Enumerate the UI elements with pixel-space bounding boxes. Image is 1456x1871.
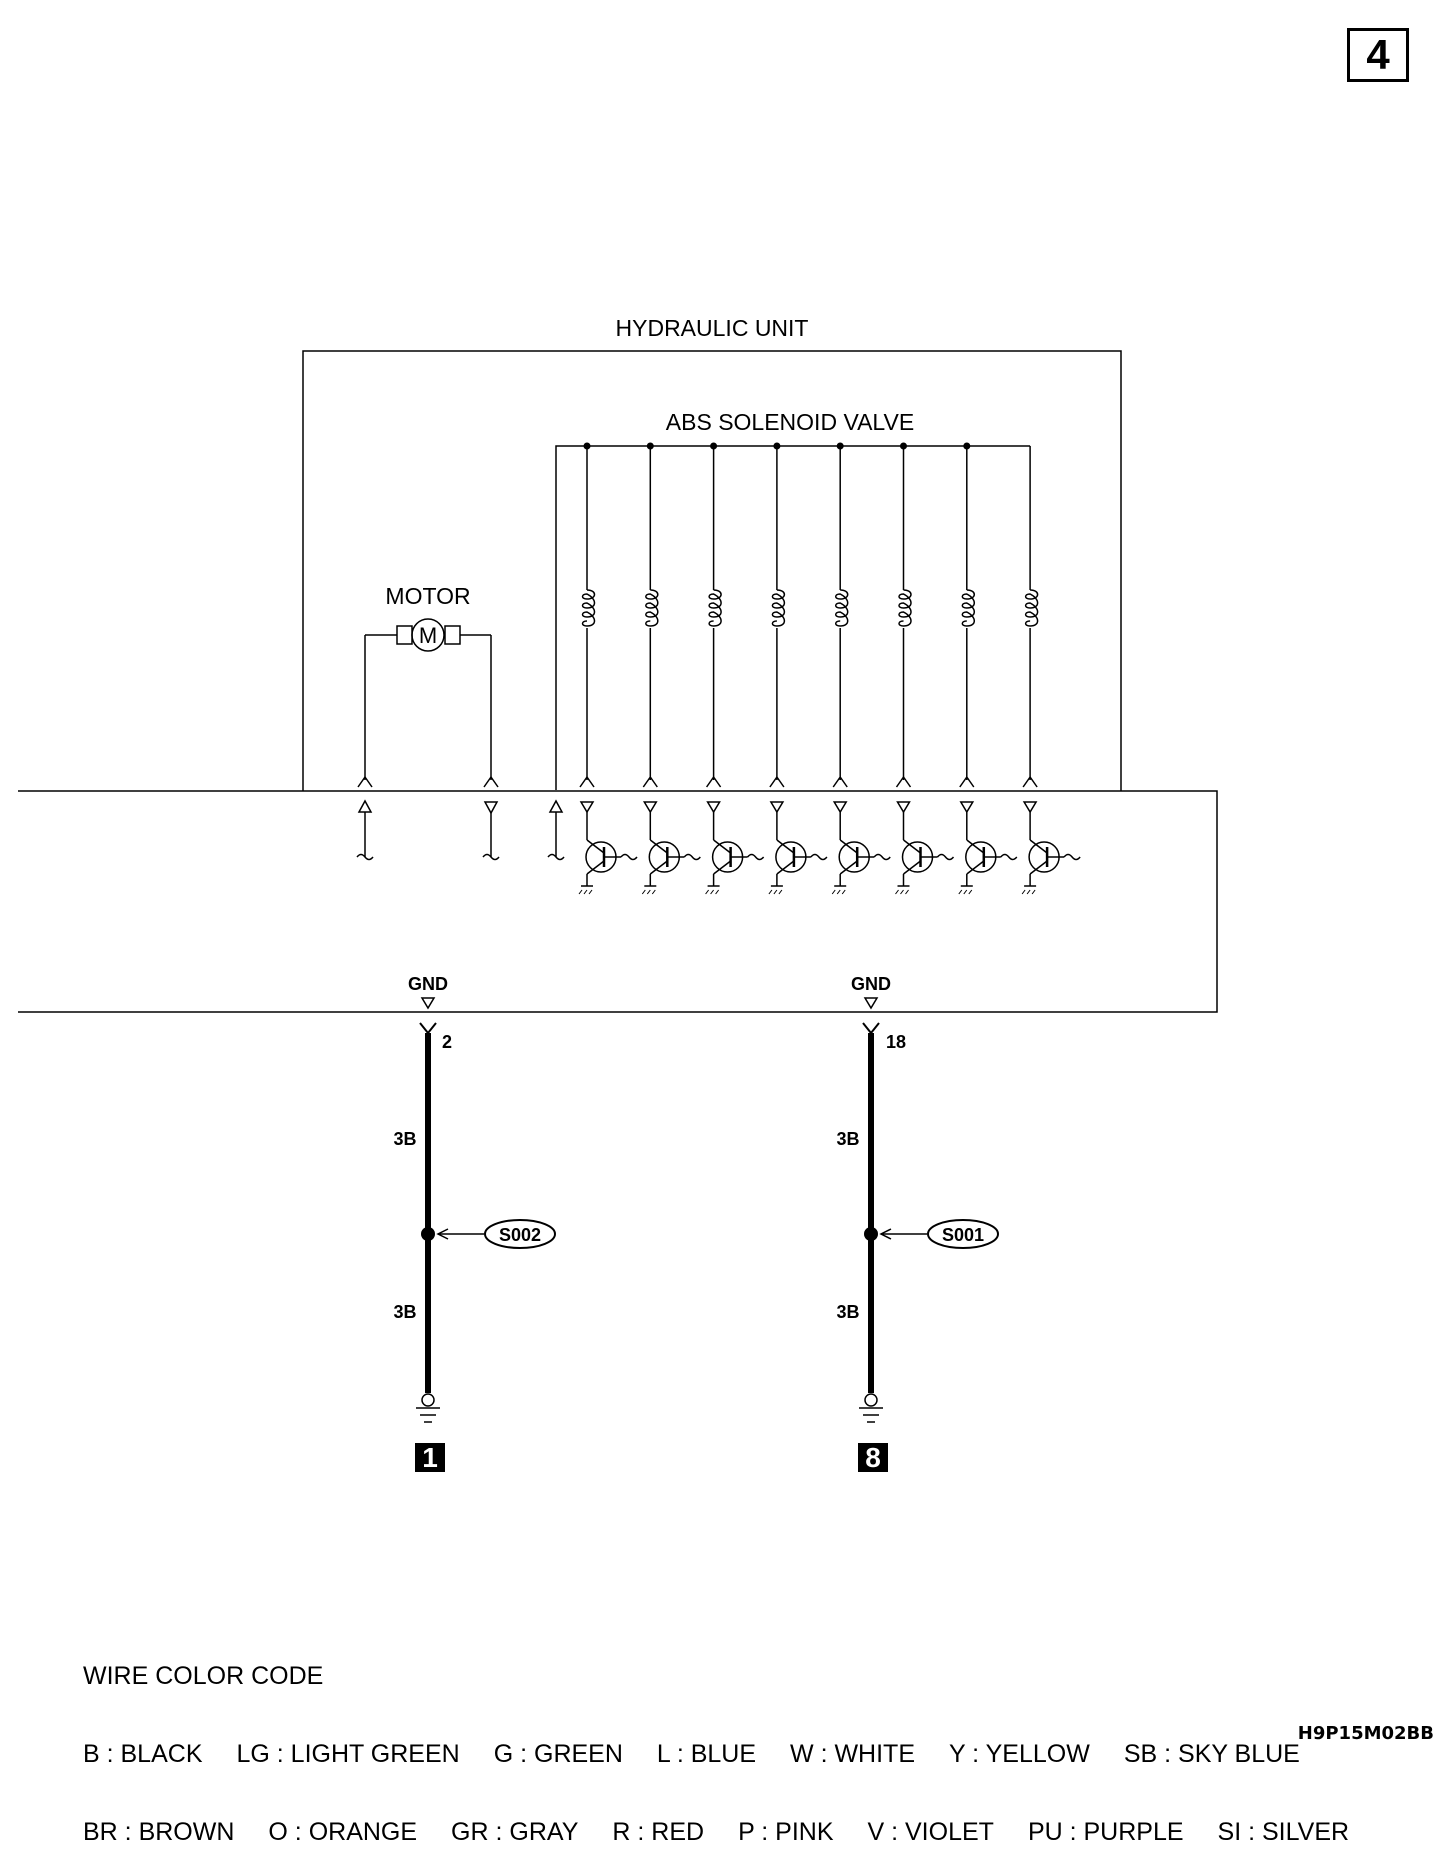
splice-right: S001 xyxy=(942,1225,984,1245)
motor-driver-arrows xyxy=(356,799,565,861)
driver-transistor xyxy=(705,801,765,895)
solenoid-coil xyxy=(769,442,786,788)
pin-number-right: 18 xyxy=(886,1032,906,1052)
gnd-label-left: GND xyxy=(408,974,448,994)
legend-row-1: B : BLACK LG : LIGHT GREEN G : GREEN L : BL… xyxy=(83,1741,1349,1767)
splice-left: S002 xyxy=(499,1225,541,1245)
solenoid-coil xyxy=(959,442,976,788)
solenoid-coil xyxy=(642,442,659,788)
abs-ecu-box xyxy=(18,790,1218,1013)
wire-code-right-lower: 3B xyxy=(836,1302,859,1322)
gnd-arrow-right xyxy=(863,997,879,1010)
hydraulic-unit-title: HYDRAULIC UNIT xyxy=(616,315,809,341)
legend-item: G : GREEN xyxy=(493,1740,623,1768)
legend-item: P : PINK xyxy=(738,1818,834,1846)
motor-connectors xyxy=(357,775,499,788)
gnd-arrow-left xyxy=(420,997,436,1010)
driver-transistor xyxy=(641,801,701,895)
legend-item: B : BLACK xyxy=(83,1740,203,1768)
legend-item: V : VIOLET xyxy=(867,1818,994,1846)
hydraulic-unit-box xyxy=(302,350,1122,791)
legend-row-2: BR : BROWN O : ORANGE GR : GRAY R : RED P : … xyxy=(83,1819,1349,1845)
legend-item: SB : SKY BLUE xyxy=(1123,1740,1300,1768)
legend-item: Y : YELLOW xyxy=(949,1740,1090,1768)
solenoid-coil xyxy=(705,442,722,788)
pin-number-left: 2 xyxy=(442,1032,452,1052)
solenoid-coil xyxy=(1022,446,1039,788)
solenoid-power-bus xyxy=(555,445,1031,790)
diagram-code: H9P15M02BB xyxy=(1297,1723,1434,1744)
legend-item: SI : SILVER xyxy=(1217,1818,1350,1846)
legend-item: PU : PURPLE xyxy=(1027,1818,1184,1846)
legend-item: LG : LIGHT GREEN xyxy=(236,1740,460,1768)
legend-item: GR : GRAY xyxy=(451,1818,579,1846)
solenoid-label: ABS SOLENOID VALVE xyxy=(666,409,914,435)
driver-transistor xyxy=(895,801,955,895)
solenoid-coil xyxy=(579,442,596,788)
wire-code-left-upper: 3B xyxy=(393,1129,416,1149)
solenoid-valves xyxy=(555,442,1039,790)
legend-title: WIRE COLOR CODE xyxy=(83,1662,324,1690)
wire-code-left-lower: 3B xyxy=(393,1302,416,1322)
legend-item: BR : BROWN xyxy=(83,1818,235,1846)
motor-label: MOTOR xyxy=(385,583,470,609)
motor-symbol: M xyxy=(364,618,492,780)
driver-transistor xyxy=(768,801,828,895)
motor-m-letter: M xyxy=(419,623,437,648)
legend-item: O : ORANGE xyxy=(268,1818,418,1846)
driver-transistor xyxy=(958,801,1018,895)
wiring-diagram: HYDRAULIC UNIT MOTOR M ABS SOLENOID VALV… xyxy=(18,315,1218,1473)
ground-circuit-left xyxy=(415,1022,556,1472)
wire-code-right-upper: 3B xyxy=(836,1129,859,1149)
solenoid-driver-transistors xyxy=(578,801,1081,895)
ground-point-right: 8 xyxy=(865,1442,881,1473)
legend-item: R : RED xyxy=(612,1818,705,1846)
driver-transistor xyxy=(831,801,891,895)
gnd-label-right: GND xyxy=(851,974,891,994)
page-number: 4 xyxy=(1347,28,1409,82)
ground-circuit-right xyxy=(858,1022,999,1472)
driver-transistor xyxy=(578,801,638,895)
ground-point-left: 1 xyxy=(422,1442,438,1473)
wire-color-legend: WIRE COLOR CODE B : BLACK LG : LIGHT GREE… xyxy=(83,1611,1349,1871)
legend-item: W : WHITE xyxy=(790,1740,916,1768)
driver-transistor xyxy=(1021,801,1081,895)
solenoid-coil xyxy=(895,442,912,788)
solenoid-coil xyxy=(832,442,849,788)
legend-item: L : BLUE xyxy=(656,1740,757,1768)
